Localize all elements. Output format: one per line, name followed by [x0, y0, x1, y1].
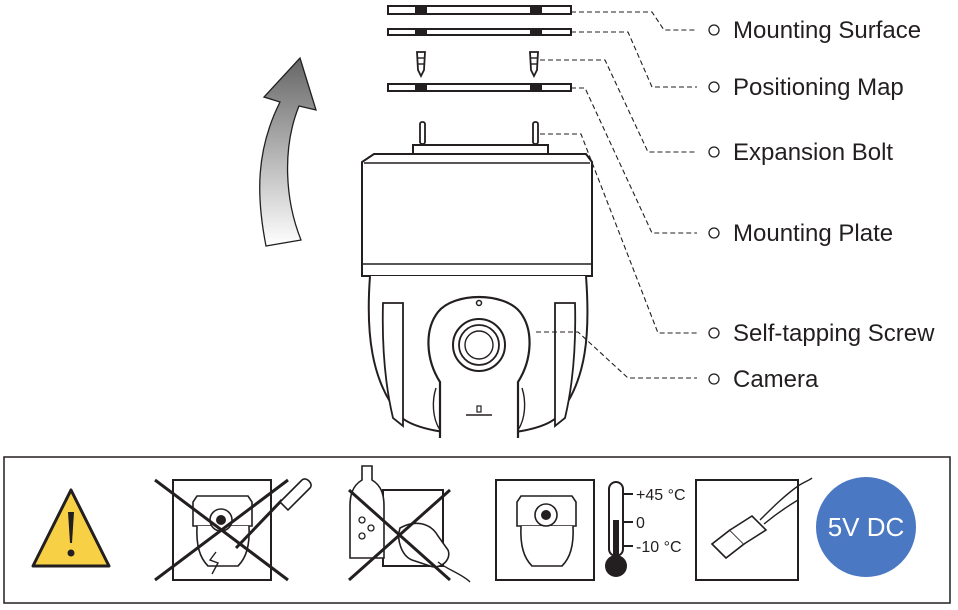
callout-label: Camera — [733, 366, 819, 393]
power-5v-dc-badge: 5V DC — [816, 477, 916, 577]
precautions-panel — [3, 456, 951, 604]
callout-positioning-map: Positioning Map — [708, 74, 904, 101]
callout-label: Mounting Plate — [733, 220, 893, 247]
callout-label: Self-tapping Screw — [733, 320, 935, 347]
self-tapping-screw-part — [419, 121, 539, 145]
callout-label: Positioning Map — [733, 74, 904, 101]
callout-expansion-bolt: Expansion Bolt — [708, 139, 893, 166]
temp-high-label: +45 °C — [636, 487, 686, 504]
thermometer-icon — [605, 481, 633, 577]
positioning-map-part — [387, 28, 572, 36]
mounting-plate-part — [387, 83, 572, 92]
usb-cable-icon — [695, 477, 813, 581]
temperature-range-icon: +45 °C 0 -10 °C — [495, 479, 686, 581]
temp-low-label: -10 °C — [636, 539, 682, 556]
camera-part — [361, 144, 593, 438]
no-screwdriver-icon — [154, 478, 312, 582]
expansion-bolt-part — [416, 51, 539, 79]
callout-mounting-plate: Mounting Plate — [708, 220, 893, 247]
leader-lines — [536, 11, 697, 379]
mounting-surface-part — [387, 5, 572, 15]
temp-zero-label: 0 — [636, 515, 645, 532]
callout-camera: Camera — [708, 366, 819, 393]
warning-triangle-icon — [31, 488, 111, 568]
callout-label: Expansion Bolt — [733, 139, 893, 166]
callout-mounting-surface: Mounting Surface — [708, 17, 921, 44]
no-chemical-cleaning-icon — [348, 465, 471, 583]
callout-self-tapping-screw: Self-tapping Screw — [708, 320, 935, 347]
mount-direction-arrow-icon — [259, 56, 317, 247]
callout-label: Mounting Surface — [733, 17, 921, 44]
power-label: 5V DC — [828, 512, 905, 542]
